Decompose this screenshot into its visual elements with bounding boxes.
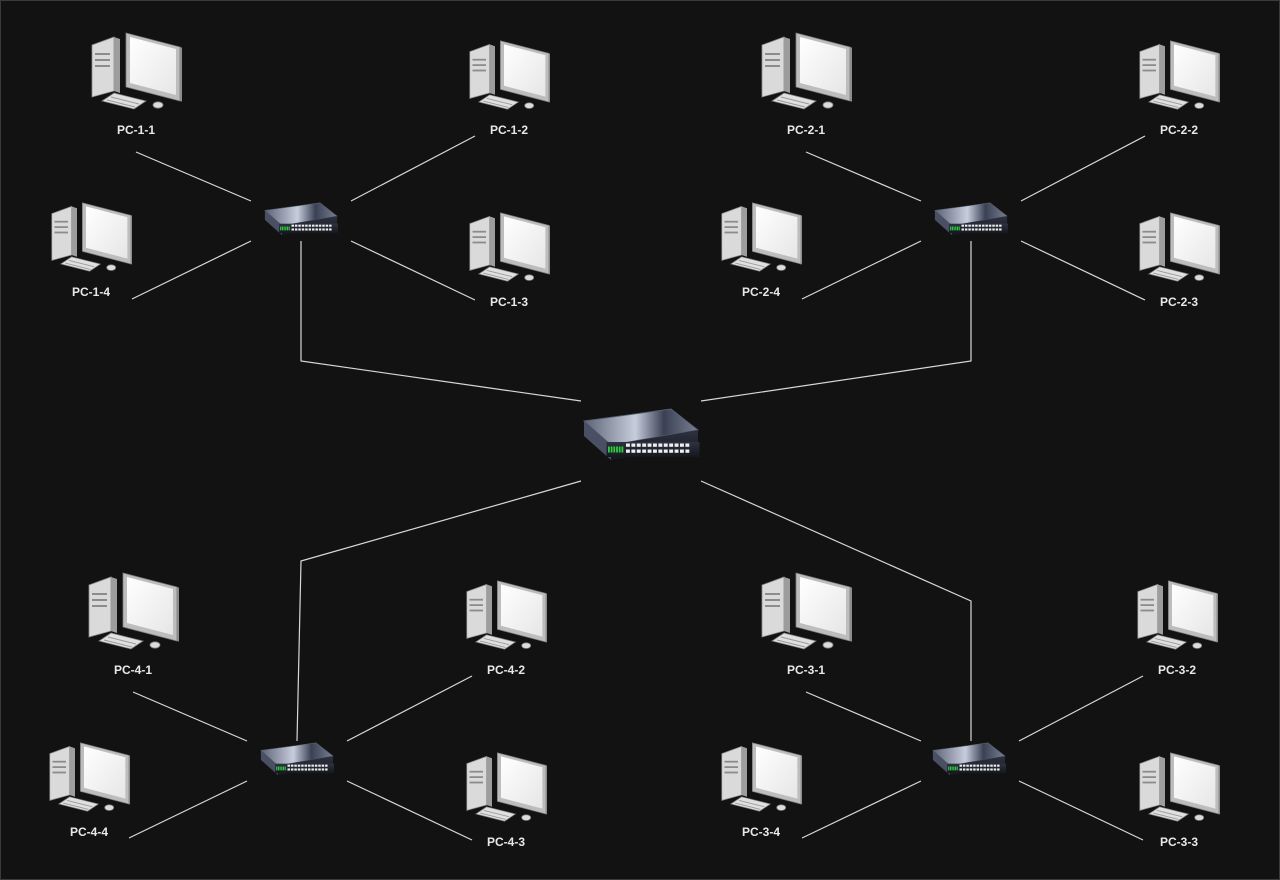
link-pc-4-1 (132, 691, 248, 742)
link-pc-1-2 (350, 135, 476, 202)
desktop-computer-icon (1139, 40, 1221, 110)
pc-label: PC-4-4 (69, 825, 108, 839)
link-pc-1-1 (135, 151, 252, 202)
pc-pc-1-1[interactable]: PC-1-1 (90, 31, 182, 137)
pc-label: PC-1-3 (489, 295, 528, 309)
desktop-computer-icon (721, 202, 803, 272)
pc-pc-3-1[interactable]: PC-3-1 (760, 571, 852, 677)
pc-label: PC-2-4 (741, 285, 780, 299)
pc-label: PC-3-4 (741, 825, 780, 839)
link-pc-2-1 (805, 151, 922, 202)
pc-label: PC-2-1 (786, 123, 825, 137)
link-pc-3-4 (801, 780, 922, 839)
pc-pc-2-1[interactable]: PC-2-1 (760, 31, 852, 137)
desktop-computer-icon (51, 202, 133, 272)
desktop-computer-icon (761, 572, 852, 650)
desktop-computer-icon (1137, 580, 1219, 650)
pc-pc-4-2[interactable]: PC-4-2 (465, 579, 548, 677)
desktop-computer-icon (91, 32, 182, 110)
pc-pc-2-2[interactable]: PC-2-2 (1138, 39, 1221, 137)
desktop-computer-icon (1139, 212, 1221, 282)
link-pc-1-3 (350, 240, 476, 301)
pc-label: PC-4-1 (113, 663, 152, 677)
uplink-switch-2 (700, 241, 972, 402)
network-switch-icon (932, 742, 1007, 776)
pc-pc-3-3[interactable]: PC-3-3 (1138, 751, 1221, 849)
network-switch-icon (934, 202, 1009, 236)
link-pc-1-4 (131, 240, 252, 300)
desktop-computer-icon (1139, 752, 1221, 822)
pc-label: PC-1-1 (116, 123, 155, 137)
uplink-switch-1 (300, 241, 582, 402)
uplink-switch-4 (296, 480, 582, 742)
switch-3[interactable] (931, 739, 1007, 779)
switch-2[interactable] (933, 199, 1009, 239)
link-pc-3-3 (1018, 780, 1144, 841)
pc-label: PC-2-3 (1159, 295, 1198, 309)
pc-pc-4-4[interactable]: PC-4-4 (48, 741, 131, 839)
link-pc-2-2 (1020, 135, 1146, 202)
link-pc-3-2 (1018, 675, 1144, 742)
pc-label: PC-3-2 (1157, 663, 1196, 677)
pc-pc-4-1[interactable]: PC-4-1 (87, 571, 179, 677)
desktop-computer-icon (88, 572, 179, 650)
link-pc-4-3 (346, 780, 473, 841)
pc-pc-3-4[interactable]: PC-3-4 (720, 741, 803, 839)
link-pc-4-2 (346, 675, 473, 742)
link-pc-2-4 (801, 240, 922, 300)
pc-label: PC-3-3 (1159, 835, 1198, 849)
uplink-switch-3 (700, 480, 972, 741)
desktop-computer-icon (466, 752, 548, 822)
pc-pc-1-3[interactable]: PC-1-3 (468, 211, 551, 309)
pc-label: PC-4-3 (486, 835, 525, 849)
pc-label: PC-1-2 (489, 123, 528, 137)
desktop-computer-icon (49, 742, 131, 812)
desktop-computer-icon (469, 40, 551, 110)
pc-pc-4-3[interactable]: PC-4-3 (465, 751, 548, 849)
core-switch-icon (582, 408, 700, 460)
network-switch-icon (260, 742, 335, 776)
desktop-computer-icon (469, 212, 551, 282)
link-pc-3-1 (805, 691, 922, 742)
pc-pc-2-4[interactable]: PC-2-4 (720, 201, 803, 299)
desktop-computer-icon (466, 580, 548, 650)
pc-label: PC-2-2 (1159, 123, 1198, 137)
pc-pc-2-3[interactable]: PC-2-3 (1138, 211, 1221, 309)
pc-label: PC-4-2 (486, 663, 525, 677)
pc-pc-3-2[interactable]: PC-3-2 (1136, 579, 1219, 677)
pc-label: PC-3-1 (786, 663, 825, 677)
switch-1[interactable] (263, 199, 339, 239)
link-pc-4-4 (128, 780, 248, 839)
pc-pc-1-4[interactable]: PC-1-4 (50, 201, 133, 299)
switch-4[interactable] (259, 739, 335, 779)
desktop-computer-icon (721, 742, 803, 812)
link-pc-2-3 (1020, 240, 1146, 301)
pc-pc-1-2[interactable]: PC-1-2 (468, 39, 551, 137)
desktop-computer-icon (761, 32, 852, 110)
core-switch[interactable] (581, 403, 701, 466)
pc-label: PC-1-4 (71, 285, 110, 299)
network-switch-icon (264, 202, 339, 236)
